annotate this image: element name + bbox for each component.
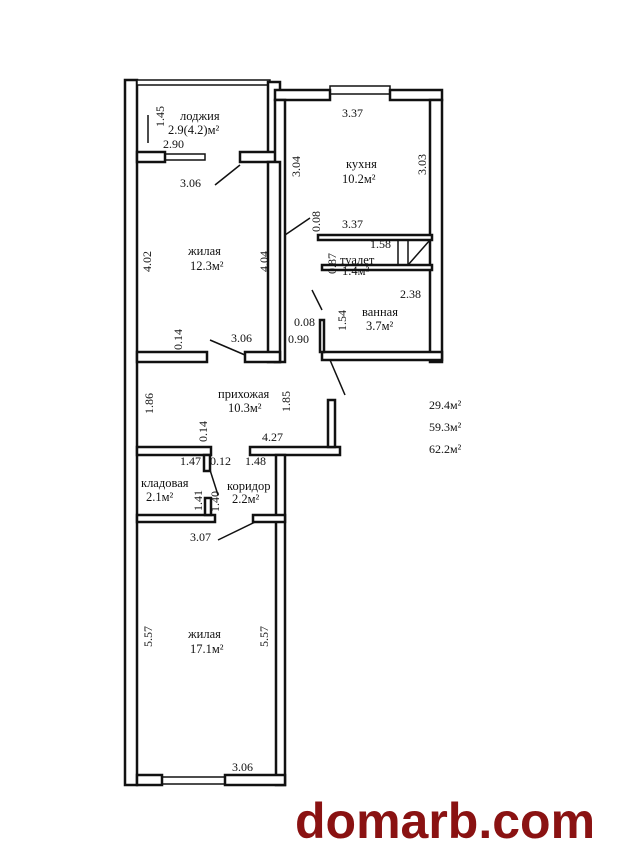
room-area: 1.4м² (342, 264, 370, 278)
dimension: 1.47 (180, 454, 201, 468)
dimension: 0.08 (309, 211, 323, 232)
dimension: 4.27 (262, 430, 283, 444)
dimension: 0.12 (210, 454, 231, 468)
room-area: 2.9(4.2)м² (168, 123, 219, 137)
room-corridor: коридор 2.2м² 1.48 1.40 3.07 (190, 454, 271, 544)
room-area: 10.3м² (228, 401, 262, 415)
room-living-2: жилая 17.1м² 5.57 5.57 3.06 (141, 626, 271, 774)
area-totals: 29.4м² 59.3м² 62.2м² (429, 398, 462, 456)
dimension: 1.45 (153, 106, 167, 127)
dimension: 3.04 (289, 156, 303, 177)
dimension: 1.54 (335, 310, 349, 331)
dimension: 3.06 (231, 331, 252, 345)
total-area: 59.3м² (429, 420, 462, 434)
dimension: 5.57 (141, 626, 155, 647)
watermark: domarb.com (295, 793, 595, 849)
walls (123, 78, 444, 787)
total-area-with-loggia: 62.2м² (429, 442, 462, 456)
room-area: 12.3м² (190, 259, 224, 273)
room-name: жилая (187, 244, 221, 258)
dimension: 2.38 (400, 287, 421, 301)
dimension: 0.90 (288, 332, 309, 346)
room-name: прихожая (218, 387, 270, 401)
room-living-1: жилая 12.3м² 3.06 4.02 4.04 3.06 0.14 (140, 176, 271, 350)
room-kitchen: кухня 10.2м² 3.37 3.04 3.03 3.37 0.08 (289, 106, 429, 232)
room-name: кладовая (141, 476, 189, 490)
room-name: лоджия (180, 109, 220, 123)
dimension: 1.41 (191, 490, 205, 511)
dimension: 0.14 (171, 329, 185, 350)
dimension: 1.85 (279, 391, 293, 412)
room-area: 2.2м² (232, 492, 260, 506)
room-name: жилая (187, 627, 221, 641)
room-hall: прихожая 10.3м² 1.86 1.85 0.14 4.27 (142, 387, 293, 444)
dimension: 2.90 (163, 137, 184, 151)
dimension: 4.02 (140, 251, 154, 272)
room-name: кухня (346, 157, 377, 171)
dimension: 3.03 (415, 154, 429, 175)
dimension: 3.37 (342, 106, 363, 120)
dimension: 1.58 (370, 237, 391, 251)
room-loggia: лоджия 2.9(4.2)м² 1.45 2.90 (153, 106, 220, 151)
dimension: 3.06 (232, 760, 253, 774)
room-area: 2.1м² (146, 490, 174, 504)
dimension: 0.08 (294, 315, 315, 329)
room-name: туалет (340, 253, 375, 267)
dimension: 5.57 (257, 626, 271, 647)
dimension: 3.37 (342, 217, 363, 231)
dimension: 3.06 (180, 176, 201, 190)
room-name: ванная (362, 305, 398, 319)
room-bathroom: ванная 3.7м² 1.54 0.08 0.90 (288, 305, 398, 346)
dimension: 0.87 (325, 253, 339, 274)
room-area: 3.7м² (366, 319, 394, 333)
dimension: 4.04 (257, 251, 271, 272)
dimension: 0.14 (196, 421, 210, 442)
dimension: 1.86 (142, 393, 156, 414)
room-area: 17.1м² (190, 642, 224, 656)
dimension: 3.07 (190, 530, 211, 544)
room-toilet: туалет 1.4м² 1.58 0.87 2.38 (325, 237, 421, 301)
room-area: 10.2м² (342, 172, 376, 186)
room-name: коридор (227, 479, 271, 493)
dimension: 1.40 (208, 491, 222, 512)
room-storage: кладовая 2.1м² 1.47 0.12 1.41 (141, 454, 231, 511)
dimension: 1.48 (245, 454, 266, 468)
living-area-total: 29.4м² (429, 398, 462, 412)
